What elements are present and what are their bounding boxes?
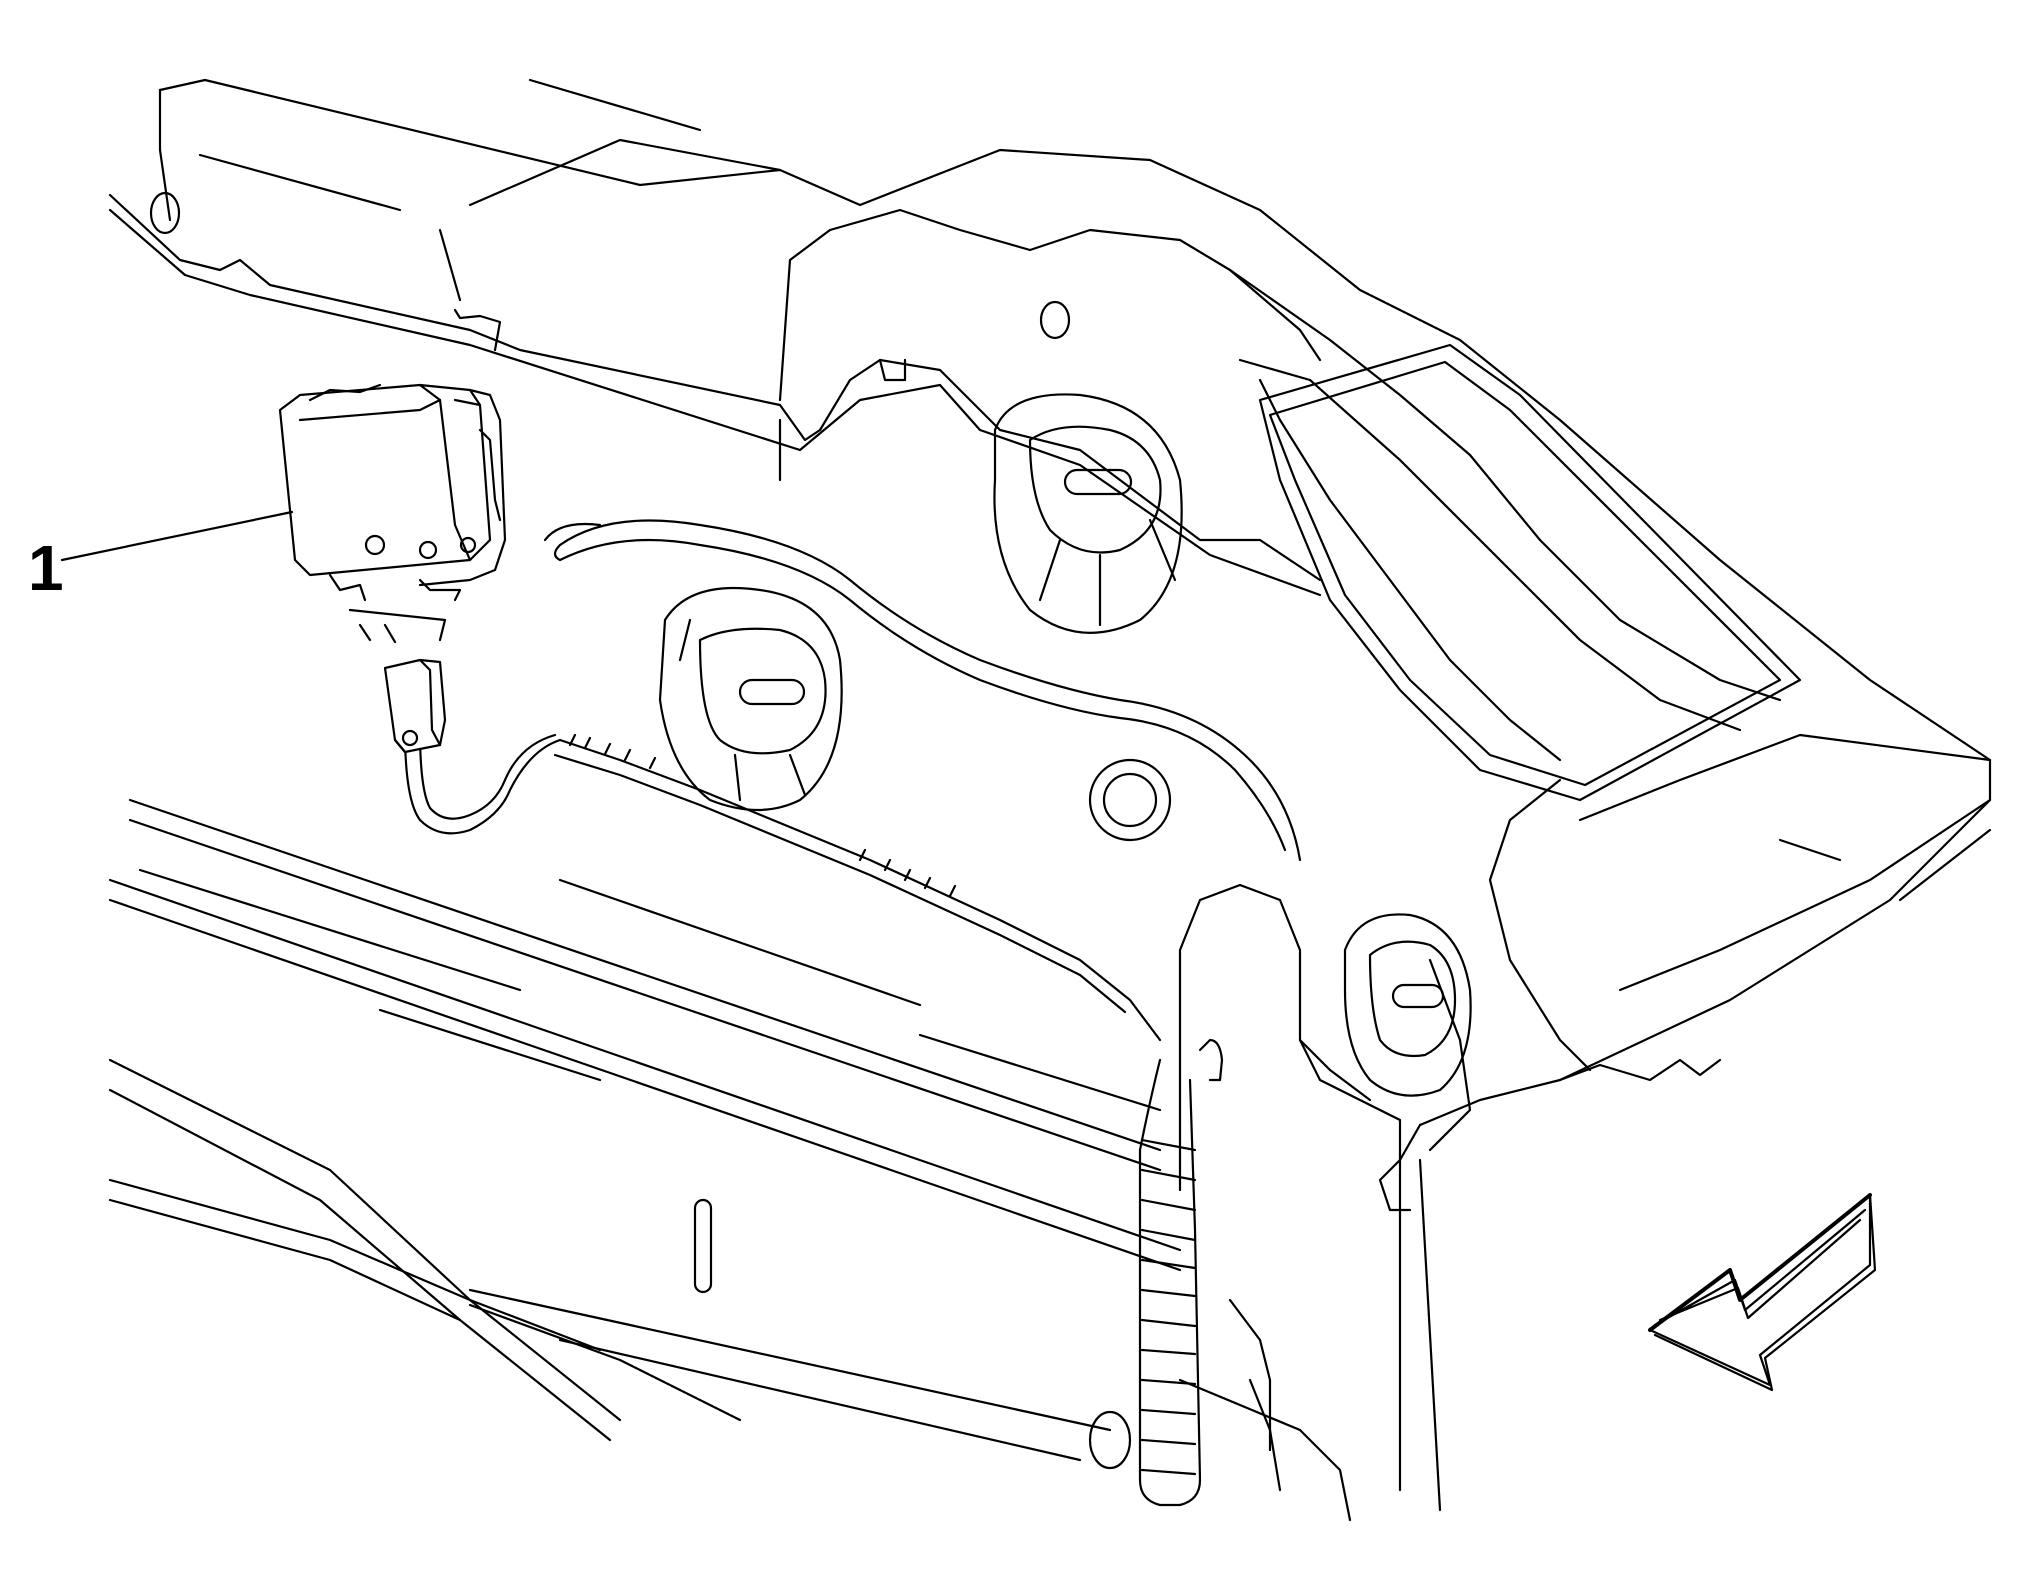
callout-1: 1 — [28, 510, 294, 604]
control-module — [278, 383, 507, 754]
wheelhouse-opening — [1178, 883, 1442, 1522]
stiffener-rib — [543, 519, 1302, 862]
wiring-harness — [403, 668, 1224, 1507]
leader-line — [60, 510, 294, 562]
direction-arrow-icon — [1648, 1193, 1877, 1392]
callout-label-1: 1 — [28, 532, 64, 604]
floor-panel — [108, 798, 1182, 1470]
rear-body-panel — [108, 78, 1992, 1212]
access-holes — [149, 191, 1472, 1097]
